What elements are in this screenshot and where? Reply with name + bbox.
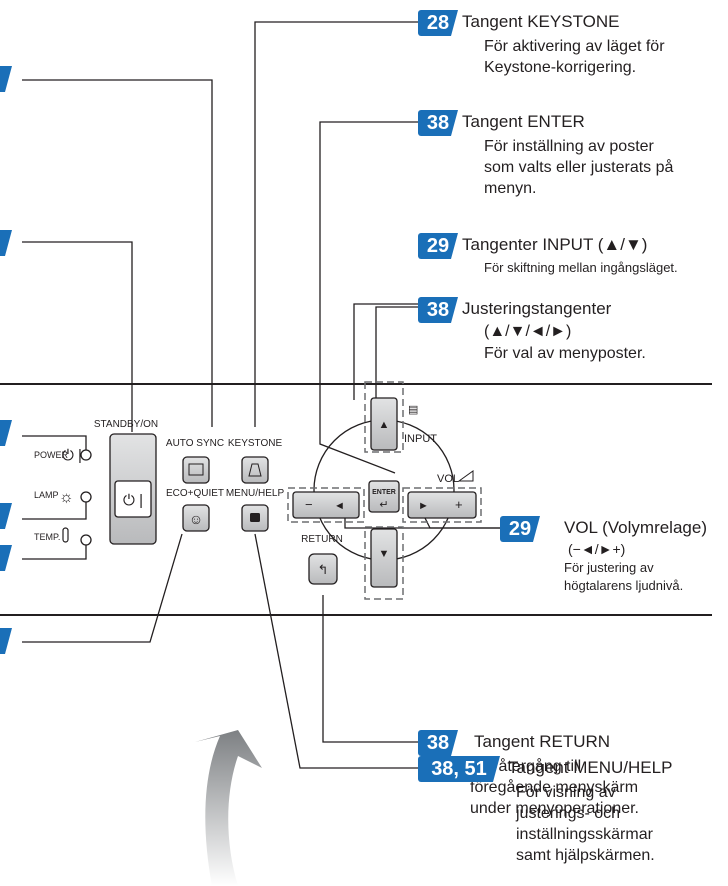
callout-desc-line-3: inställningsskärmar [516, 826, 653, 843]
standby-button[interactable]: STANDBY/ON ⏻ | [94, 419, 158, 545]
callout-desc-line-3: under menyoperationer. [470, 800, 639, 817]
callout-title: Justeringstangenter [462, 299, 612, 318]
callout-title: Tangent ENTER [462, 112, 585, 131]
power-led [80, 449, 92, 461]
standby-label: STANDBY/ON [94, 419, 158, 430]
auto-sync-label: AUTO SYNC [166, 438, 224, 449]
callout-desc-line-2: Keystone-korrigering. [484, 59, 637, 76]
eco-leaf-icon: ☺ [189, 511, 203, 527]
auto-sync-button[interactable]: AUTO SYNC [166, 438, 224, 484]
lamp-led [80, 491, 92, 503]
page-ref-badge: 38, 51 [418, 756, 500, 782]
left-arrow-icon: ◄ [334, 500, 345, 512]
minus-symbol: − [305, 497, 313, 512]
callout-desc-line-2: som valts eller justerats på [484, 159, 674, 176]
lamp-icon: ☼ [59, 489, 74, 506]
vol-label: VOL [437, 473, 459, 485]
menu-help-label: MENU/HELP [226, 488, 285, 499]
temp-led [80, 534, 92, 546]
vol-wedge-icon [457, 470, 474, 482]
callout-title-line-2: (−◄/►+) [568, 541, 626, 557]
power-label: POWER [34, 450, 69, 460]
callout-desc-line-4: samt hjälpskärmen. [516, 847, 655, 864]
callout-desc-line-3: menyn. [484, 180, 537, 197]
callout-title: Tangent MENU/HELP [508, 758, 673, 777]
left-key[interactable]: − ◄ [292, 491, 360, 519]
page-ref-badge: 38 [418, 110, 458, 136]
return-button[interactable]: RETURN ↰ [301, 534, 343, 585]
callout-desc-line-1: För val av menyposter. [484, 345, 646, 362]
callout-desc-line-2: föregående menyskärm [470, 779, 639, 796]
lamp-label: LAMP [34, 490, 59, 500]
power-symbol: ⏻ | [62, 447, 82, 464]
callout-title: VOL (Volymrelage) [564, 518, 707, 537]
callout-desc-line-1: För visning av [516, 784, 616, 801]
callout-title: Tangent RETURN [474, 732, 611, 751]
up-arrow-icon: ▲ [379, 419, 390, 431]
page-ref-badge: 28 [418, 10, 458, 36]
standby-power-icon: ⏻ | [123, 492, 143, 509]
return-arrow-icon: ↰ [318, 562, 329, 577]
auto-sync-icon [188, 463, 204, 476]
callout-desc-line-1: För inställning av poster [484, 138, 654, 155]
page-ref-badge: 29 [418, 233, 458, 259]
callout-title: Tangent KEYSTONE [462, 12, 620, 31]
callout-desc-line-2: högtalarens ljudnivå. [564, 578, 684, 593]
dashed-highlights [287, 381, 482, 600]
indicators: POWER ⏻ | LAMP ☼ TEMP. [34, 447, 92, 546]
page-ref-badge: 38 [418, 730, 458, 756]
plus-symbol: + [455, 497, 463, 512]
direction-arrow [195, 730, 262, 886]
temp-label: TEMP. [34, 532, 60, 542]
right-arrow-icon: ► [418, 500, 429, 512]
menu-icon [250, 513, 260, 522]
eco-quiet-button[interactable]: ECO+QUIET ☺ [166, 488, 224, 532]
input-key-label: INPUT [404, 433, 437, 445]
return-label: RETURN [301, 534, 343, 545]
callout-title: Tangenter INPUT (▲/▼) [462, 235, 648, 254]
keystone-label: KEYSTONE [228, 438, 283, 449]
thermometer-icon [62, 527, 69, 543]
enter-return-icon: ↵ [379, 499, 388, 511]
enter-key-label: ENTER [372, 489, 396, 496]
down-key[interactable]: ▼ [370, 528, 398, 588]
menu-help-button[interactable]: MENU/HELP [226, 488, 285, 532]
callout-desc-line-1: För justering av [564, 560, 654, 575]
keystone-icon [248, 463, 262, 477]
left-cutoff-badges [0, 66, 12, 654]
callout-title-line-2: (▲/▼/◄/►) [484, 323, 572, 340]
up-key[interactable]: ▲ [370, 397, 398, 451]
keystone-button[interactable]: KEYSTONE [228, 438, 283, 484]
callout-desc-line-1: För skiftning mellan ingångsläget. [484, 260, 678, 275]
down-arrow-icon: ▼ [379, 548, 390, 560]
enter-key[interactable]: ENTER ↵ [368, 480, 400, 513]
callout-desc-line-1: För aktivering av läget för [484, 38, 665, 55]
right-key[interactable]: ► + [407, 491, 477, 519]
eco-quiet-label: ECO+QUIET [166, 488, 224, 499]
page-ref-badge: 29 [500, 516, 540, 542]
page-ref-badge: 38 [418, 297, 458, 323]
input-key-icon: ▤ [408, 404, 418, 416]
callout-desc-line-2: justerings- och [516, 805, 621, 822]
